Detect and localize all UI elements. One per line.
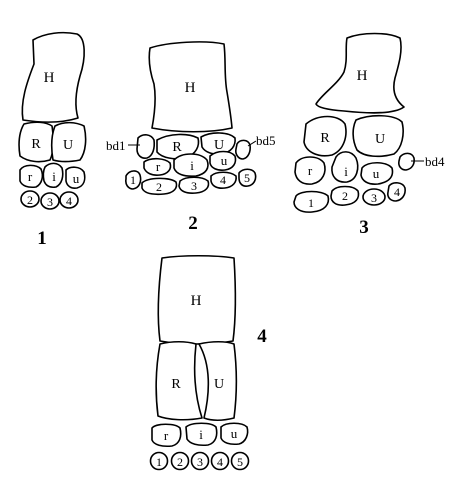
fig2-radiale xyxy=(143,157,172,176)
fig1-label-2: 2 xyxy=(27,193,33,207)
fig3-label-i: i xyxy=(344,164,348,179)
fig4-label-2: 2 xyxy=(177,455,183,469)
fig2-label-i: i xyxy=(190,158,194,173)
fig1-distal-carpal-3 xyxy=(40,192,60,210)
fig1-label-u: u xyxy=(73,171,80,186)
fig3-humerus xyxy=(315,32,405,114)
fig2-label-r: r xyxy=(156,159,161,174)
fig2-radius xyxy=(156,133,200,160)
fig2-distal-carpal-3 xyxy=(178,176,210,194)
fig2-label-u: u xyxy=(221,153,228,168)
fig4-intermedium xyxy=(185,422,218,447)
fig2-label-1: 1 xyxy=(130,173,136,187)
fig2-humerus xyxy=(148,41,233,133)
fig2-ulnare xyxy=(209,150,237,171)
fig3-distal-carpal-1 xyxy=(293,190,330,213)
fig3-label-3: 3 xyxy=(371,191,377,205)
fig2-distal-carpal-4 xyxy=(210,171,237,189)
fig3-label-R: R xyxy=(320,131,330,146)
fig4-distal-carpal-3 xyxy=(190,451,210,471)
fig4-label-3: 3 xyxy=(197,455,203,469)
fig4-radiale xyxy=(151,423,182,448)
fig1-radius xyxy=(18,121,55,163)
fig3-label-4: 4 xyxy=(394,185,400,199)
fig1-ulnare xyxy=(65,166,86,189)
fig3-label-1: 1 xyxy=(308,196,314,210)
fig1-label-U: U xyxy=(63,138,73,153)
fig4-ulnare xyxy=(220,422,249,446)
fig2-label-2: 2 xyxy=(156,180,162,194)
figure-1: H R U r i u 2 3 4 1 xyxy=(18,31,87,249)
fig1-label-4: 4 xyxy=(66,194,72,208)
fig3-ulna xyxy=(352,114,404,158)
fig4-label-i: i xyxy=(199,427,203,442)
fig4-label-r: r xyxy=(164,428,169,443)
fig2-ulna xyxy=(200,132,236,155)
figure-4: H R U r i u 1 2 3 4 5 4 xyxy=(149,254,267,471)
fig4-humerus xyxy=(157,254,237,345)
fig4-distal-carpal-5 xyxy=(230,451,250,471)
fig3-distal-carpal-2 xyxy=(330,185,360,206)
fig1-distal-carpal-2 xyxy=(20,190,40,208)
fig1-label-i: i xyxy=(52,169,56,184)
fig2-label-4: 4 xyxy=(220,173,226,187)
fig2-bd5-leader xyxy=(247,140,257,147)
fig1-label-r: r xyxy=(28,169,33,184)
fig3-label-u: u xyxy=(373,166,380,181)
fig2-bd5 xyxy=(235,139,251,160)
fig2-label-5: 5 xyxy=(244,171,250,185)
fig4-label-u: u xyxy=(231,426,238,441)
fig4-label-4: 4 xyxy=(217,455,223,469)
fig1-label-3: 3 xyxy=(47,195,53,209)
fig3-radiale xyxy=(294,156,326,185)
fig2-number: 2 xyxy=(188,213,198,234)
fig4-ulna xyxy=(198,340,238,422)
fig4-radius xyxy=(155,340,203,421)
fig2-label-H: H xyxy=(185,80,196,96)
fig3-number: 3 xyxy=(359,217,369,238)
fig2-label-3: 3 xyxy=(191,179,197,193)
fig3-distal-carpal-3 xyxy=(362,188,386,206)
fig3-label-r: r xyxy=(308,163,313,178)
fig2-label-U: U xyxy=(214,138,224,153)
fig4-label-5: 5 xyxy=(237,455,243,469)
fig1-humerus xyxy=(21,31,85,123)
fig1-intermedium xyxy=(42,162,64,189)
fig4-label-1: 1 xyxy=(156,455,162,469)
fig2-label-R: R xyxy=(172,140,182,155)
fig2-distal-carpal-2 xyxy=(141,177,178,196)
fig2-bd1 xyxy=(136,134,156,159)
figure-3: H R U bd4 r i u 1 2 3 4 3 xyxy=(293,32,445,238)
fig3-ulnare xyxy=(360,161,394,185)
fig2-intermedium xyxy=(173,153,209,177)
fig1-number: 1 xyxy=(37,228,47,249)
fig1-label-R: R xyxy=(31,137,41,152)
fig2-label-bd5: bd5 xyxy=(256,133,276,148)
fig4-distal-carpal-2 xyxy=(170,451,190,471)
fig2-distal-carpal-5 xyxy=(238,168,257,187)
fig4-number: 4 xyxy=(257,326,267,347)
fig2-label-bd1: bd1 xyxy=(106,138,126,153)
fig2-distal-carpal-1 xyxy=(125,170,142,190)
figure-2: H bd1 R U bd5 r i u 1 2 3 4 5 2 xyxy=(106,41,276,234)
fig3-label-U: U xyxy=(375,132,385,147)
fig1-ulna xyxy=(50,121,87,163)
fig1-label-H: H xyxy=(44,70,55,86)
fig3-label-H: H xyxy=(357,68,368,84)
fig3-distal-carpal-4 xyxy=(387,182,406,202)
fig1-radiale xyxy=(19,164,44,189)
fig3-intermedium xyxy=(331,151,359,183)
fig3-bd4 xyxy=(398,152,415,171)
fig3-label-bd4: bd4 xyxy=(425,154,445,169)
fig4-distal-carpal-4 xyxy=(210,451,230,471)
fig4-label-R: R xyxy=(171,377,181,392)
fig4-distal-carpal-1 xyxy=(149,451,169,471)
fig3-radius xyxy=(303,115,347,157)
fig3-label-2: 2 xyxy=(342,189,348,203)
fig1-distal-carpal-4 xyxy=(59,191,79,209)
fig4-label-H: H xyxy=(191,293,202,309)
fig4-label-U: U xyxy=(214,377,224,392)
